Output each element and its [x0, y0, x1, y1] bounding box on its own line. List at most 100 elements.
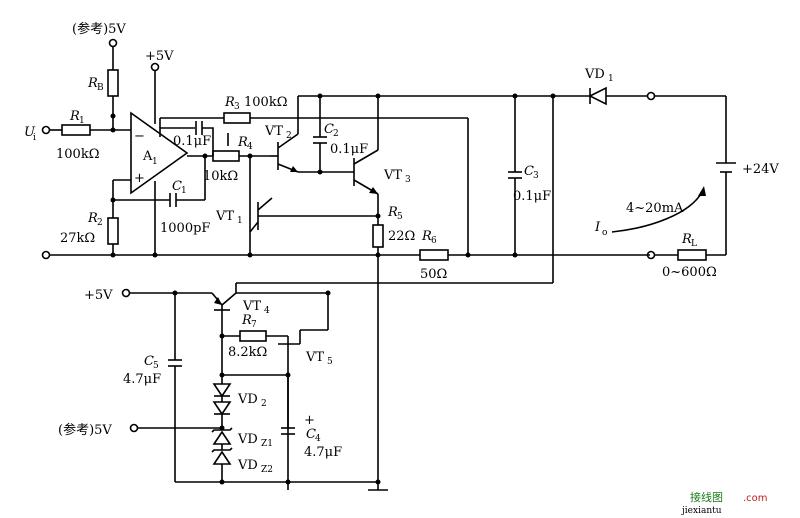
- capacitor-c3: [508, 96, 522, 255]
- svg-text:R: R: [387, 205, 398, 220]
- label-vd1: VD 1: [584, 67, 614, 84]
- svg-text:2: 2: [333, 129, 339, 139]
- top-rail: [298, 93, 590, 99]
- label-vd2: VD 2: [237, 392, 267, 409]
- svg-text:1000pF: 1000pF: [160, 221, 210, 236]
- svg-text:B: B: [97, 83, 104, 93]
- svg-text:I: I: [594, 220, 601, 235]
- svg-text:22Ω: 22Ω: [388, 229, 415, 244]
- svg-text:4: 4: [247, 142, 253, 152]
- svg-text:8.2kΩ: 8.2kΩ: [228, 345, 267, 360]
- label-rb: R B: [87, 76, 104, 93]
- label-c3: C 3 0.1μF: [513, 164, 551, 204]
- svg-text:7: 7: [251, 320, 257, 330]
- capacitor-c4: [281, 375, 295, 435]
- label-r7: R 7 8.2kΩ: [228, 313, 267, 360]
- label-io: I o: [594, 220, 607, 238]
- label-c5: C 5 4.7μF: [123, 354, 161, 387]
- transistor-vt5: [278, 293, 329, 490]
- resistor-r7: [219, 330, 289, 344]
- ref-5v-bottom: [129, 423, 222, 433]
- label-c4: + C 4 4.7μF: [304, 413, 342, 460]
- svg-text:0~600Ω: 0~600Ω: [662, 265, 717, 280]
- svg-text:Z1: Z1: [261, 439, 273, 449]
- svg-text:10kΩ: 10kΩ: [203, 169, 238, 184]
- r3-line: [159, 112, 469, 255]
- svg-text:50Ω: 50Ω: [420, 267, 447, 282]
- c1-r2: [107, 156, 206, 255]
- svg-text:R: R: [237, 135, 248, 150]
- transistor-vt4: [211, 283, 237, 336]
- svg-text:Z2: Z2: [261, 465, 273, 475]
- svg-text:3: 3: [405, 175, 411, 185]
- label-24v: +24V: [742, 162, 779, 177]
- svg-text:VT: VT: [305, 350, 324, 365]
- ref-5v-top-label: (参考)5V: [72, 21, 126, 37]
- svg-text:27kΩ: 27kΩ: [60, 231, 95, 246]
- svg-text:VD: VD: [237, 458, 258, 473]
- svg-text:+: +: [304, 413, 315, 428]
- resistor-rl: [677, 249, 707, 261]
- svg-text:C: C: [306, 427, 316, 442]
- label-vt4: VT 4: [242, 299, 270, 316]
- svg-text:VD: VD: [237, 432, 258, 447]
- svg-text:C: C: [144, 354, 154, 369]
- cap-feedback-label: 0.1μF: [173, 134, 211, 149]
- transistor-vt2: [270, 96, 354, 175]
- watermark: 接线图 .com jiexiantu: [681, 490, 768, 516]
- svg-text:+: +: [134, 171, 145, 186]
- resistor-r1: [61, 124, 91, 136]
- ref-5v-bottom-label: (参考)5V: [58, 422, 112, 438]
- svg-text:2: 2: [97, 218, 103, 228]
- label-vt3: VT 3: [383, 168, 411, 185]
- svg-text:100kΩ: 100kΩ: [56, 147, 99, 162]
- svg-text:L: L: [691, 239, 697, 249]
- op-amp-a1: [112, 62, 189, 255]
- svg-text:1: 1: [608, 74, 614, 84]
- svg-text:C: C: [172, 179, 182, 194]
- diode-chain: [211, 336, 288, 482]
- label-a1: A 1 − +: [134, 129, 158, 186]
- supply-24v: [646, 95, 736, 261]
- ref-5v-top: [107, 38, 119, 130]
- label-ui: U i: [24, 125, 36, 143]
- plus5v-mid-label: +5V: [84, 288, 113, 303]
- bottom-ground: [175, 479, 388, 491]
- svg-text:VT: VT: [242, 299, 261, 314]
- label-rl: R L 0~600Ω: [662, 232, 717, 280]
- resistor-r3: [223, 112, 251, 124]
- resistor-r2: [107, 217, 119, 245]
- label-c1: C 1 1000pF: [160, 179, 210, 236]
- resistor-r5: [372, 224, 384, 490]
- svg-text:VD: VD: [584, 67, 605, 82]
- lower-5v: [121, 288, 331, 298]
- svg-text:6: 6: [431, 236, 437, 246]
- svg-text:0.1μF: 0.1μF: [513, 189, 551, 204]
- svg-text:0.1μF: 0.1μF: [330, 142, 368, 157]
- opamp-output: [187, 150, 270, 162]
- svg-text:R: R: [224, 95, 235, 110]
- svg-text:VT: VT: [215, 209, 234, 224]
- resistor-rb: [107, 69, 119, 97]
- label-vt2: VT 2: [264, 124, 292, 141]
- diode-vd1: [588, 86, 656, 106]
- svg-text:5: 5: [153, 361, 159, 371]
- label-vdz2: VD Z2: [237, 458, 273, 475]
- resistor-r6: [378, 249, 650, 261]
- svg-text:3: 3: [533, 171, 539, 181]
- ground-rail: [41, 250, 378, 260]
- label-vt1: VT 1: [215, 209, 243, 226]
- svg-text:jiexiantu: jiexiantu: [681, 506, 722, 516]
- svg-text:5: 5: [397, 212, 403, 222]
- svg-text:−: −: [134, 129, 145, 144]
- label-c2: C 2 0.1μF: [324, 122, 368, 157]
- svg-text:4: 4: [264, 306, 270, 316]
- label-vt5: VT 5: [305, 350, 333, 367]
- svg-text:C: C: [524, 164, 534, 179]
- transistor-vt1: [249, 156, 381, 255]
- svg-text:5: 5: [327, 357, 333, 367]
- svg-text:VD: VD: [237, 392, 258, 407]
- svg-text:100kΩ: 100kΩ: [244, 95, 287, 110]
- svg-text:4.7μF: 4.7μF: [304, 445, 342, 460]
